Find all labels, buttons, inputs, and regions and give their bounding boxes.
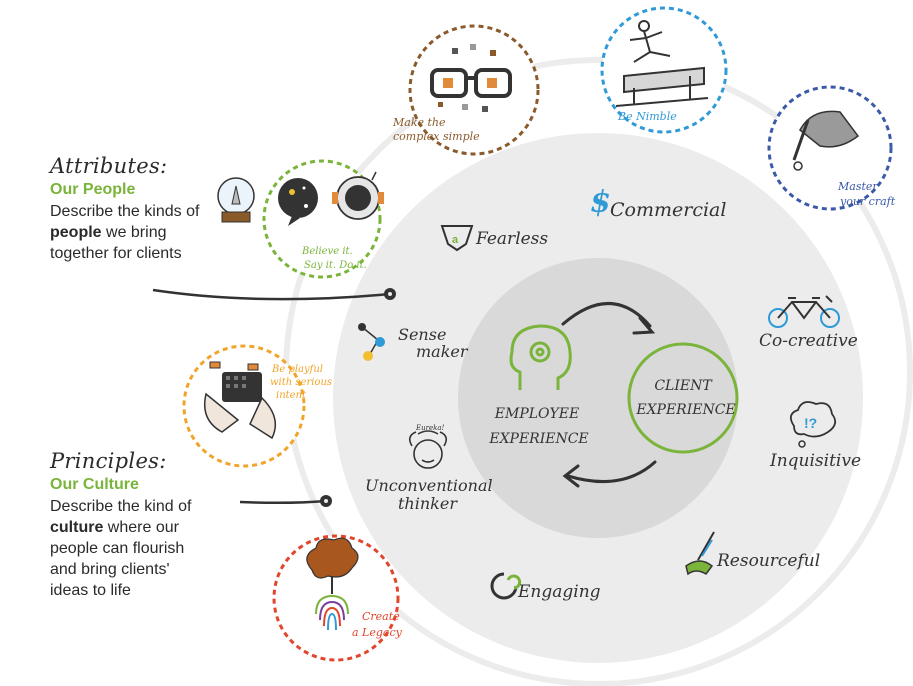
principle-be-playful: Be playful with serious intent: [182, 344, 332, 468]
principles-desc-bold: culture: [50, 519, 104, 536]
engaging-label: Engaging: [517, 582, 601, 602]
astronaut-helmet-icon: [332, 171, 384, 220]
dollar-icon: $: [590, 185, 611, 220]
legacy-label-line2: a Legacy: [352, 626, 403, 639]
attributes-description: Describe the kinds of people we bring to…: [50, 201, 220, 264]
principle-make-complex-simple: Make the complex simple: [392, 24, 540, 156]
cycle-arrows: [561, 302, 657, 488]
core-disc: [458, 258, 738, 538]
attributes-connector: [152, 288, 396, 301]
principles-description: Describe the kind of culture where our p…: [50, 496, 210, 601]
sense-label-line2: maker: [416, 342, 469, 361]
cycle-arrow-bottom: [566, 460, 657, 483]
attributes-desc-pre: Describe the kinds of: [50, 203, 200, 220]
playful-label-line3: intent: [276, 390, 307, 401]
craft-label-line2: your craft: [839, 195, 896, 208]
cocreative-label: Co-creative: [759, 331, 858, 351]
resourceful-label: Resourceful: [716, 551, 820, 571]
client-experience-circle: [627, 342, 739, 454]
hand-pen-icon: [792, 110, 860, 171]
principle-master-craft: Master your craft: [767, 85, 896, 211]
unconventional-label-line2: thinker: [398, 494, 458, 513]
believe-label-line1: Believe it.: [301, 246, 353, 257]
principles-block: Principles: Our Culture Describe the kin…: [50, 451, 210, 601]
principles-desc-post: where our people can flourish and bring …: [50, 519, 185, 599]
client-label-line1: CLIENT: [654, 378, 713, 394]
principle-create-legacy: Create a Legacy: [272, 534, 403, 662]
craft-label-line1: Master: [837, 180, 878, 193]
principles-title: Principles:: [50, 449, 167, 473]
believe-label-line2: Say it. Do it.: [304, 260, 367, 271]
principles-connector: [239, 495, 332, 507]
jumping-figure-icon: [615, 20, 709, 107]
eureka-caption: Eureka!: [415, 424, 445, 432]
fearless-label: Fearless: [475, 229, 548, 249]
svg-text:!?: !?: [804, 415, 817, 431]
principle-be-nimble: Be Nimble: [600, 6, 728, 134]
unconventional-label-line1: Unconventional: [365, 476, 493, 495]
engaging-swirl-icon: [490, 572, 522, 600]
client-label-line2: EXPERIENCE: [635, 402, 735, 418]
cycle-arrowhead-top: [632, 316, 656, 335]
space-bubble-icon: [278, 178, 318, 226]
employee-label-line1: EMPLOYEE: [494, 406, 579, 422]
attributes-title: Attributes:: [50, 154, 168, 178]
simple-label-line2: complex simple: [393, 130, 480, 143]
head-gear-icon: [509, 324, 572, 390]
legacy-label-line1: Create: [362, 610, 400, 623]
principle-believe-it: Believe it. Say it. Do it.: [217, 159, 384, 279]
simple-label-line1: Make the: [392, 116, 446, 129]
principles-subtitle: Our Culture: [50, 476, 139, 493]
glasses-icon: [430, 44, 512, 112]
pocket-knife-icon: [685, 531, 715, 576]
sense-label-line1: Sense: [398, 325, 446, 344]
shield-icon: a: [440, 225, 474, 252]
thought-bubble-icon: !?: [789, 401, 837, 448]
attributes-subtitle: Our People: [50, 181, 136, 198]
nimble-label: Be Nimble: [617, 110, 677, 123]
attributes-desc-bold: people: [50, 224, 102, 241]
employee-label-line2: EXPERIENCE: [488, 431, 588, 447]
snow-globe-icon: [217, 177, 255, 223]
playful-label-line2: with serious: [270, 377, 332, 388]
cycle-arrowhead-bottom: [562, 464, 580, 488]
einstein-face-icon: [408, 430, 448, 469]
attributes-desc-post: we bring together for clients: [50, 224, 182, 262]
inquisitive-label: Inquisitive: [769, 451, 861, 471]
tree-fingerprint-icon: [306, 537, 359, 631]
molecule-icon: [358, 323, 385, 361]
cycle-arrow-top: [561, 302, 652, 328]
attributes-block: Attributes: Our People Describe the kind…: [50, 156, 220, 264]
playful-label-line1: Be playful: [271, 364, 323, 375]
commercial-label: Commercial: [610, 199, 726, 221]
principles-desc-pre: Describe the kind of: [50, 498, 192, 515]
tandem-bicycle-icon: [768, 295, 840, 328]
gaming-hands-icon: [204, 361, 277, 440]
svg-text:a: a: [452, 234, 459, 246]
